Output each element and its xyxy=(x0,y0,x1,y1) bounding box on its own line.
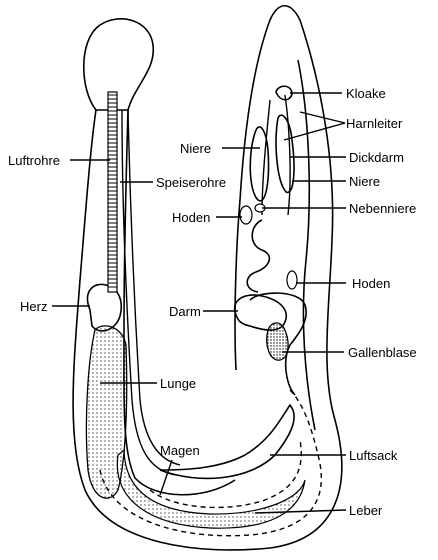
label-lunge: Lunge xyxy=(160,376,196,391)
label-hoden-right: Hoden xyxy=(352,276,390,291)
leader-magen xyxy=(160,460,172,495)
label-luftsack: Luftsack xyxy=(349,448,398,463)
kloake-shape xyxy=(276,86,292,100)
label-magen: Magen xyxy=(160,443,200,458)
leber-shape xyxy=(117,450,305,528)
label-luftrohre: Luftrohre xyxy=(8,153,60,168)
label-niere-left: Niere xyxy=(180,141,211,156)
label-nebenniere: Nebenniere xyxy=(349,201,416,216)
hoden-right-shape xyxy=(287,271,297,289)
magen-shape xyxy=(160,405,294,478)
body-inner-outline xyxy=(124,110,235,495)
label-herz: Herz xyxy=(20,299,47,314)
head-outline xyxy=(84,19,154,110)
label-dickdarm: Dickdarm xyxy=(349,150,404,165)
luftrohre-shape xyxy=(108,92,117,292)
label-speiserohre: Speiserohre xyxy=(156,175,226,190)
label-hoden-left: Hoden xyxy=(172,210,210,225)
hoden-left-shape xyxy=(240,206,252,224)
label-darm: Darm xyxy=(169,304,201,319)
gallenblase-shape xyxy=(267,323,288,360)
leader-harnleiter-1 xyxy=(284,123,345,140)
speiserohre-shape-2 xyxy=(128,110,180,465)
label-harnleiter: Harnleiter xyxy=(346,116,403,131)
label-leber: Leber xyxy=(349,503,383,518)
label-kloake: Kloake xyxy=(346,86,386,101)
lunge-shape xyxy=(86,326,126,498)
dickdarm-shape xyxy=(285,95,290,215)
niere-right-shape xyxy=(276,115,294,192)
label-niere-right: Niere xyxy=(349,174,380,189)
darm-loops-2 xyxy=(247,220,269,292)
label-gallenblase: Gallenblase xyxy=(348,345,417,360)
